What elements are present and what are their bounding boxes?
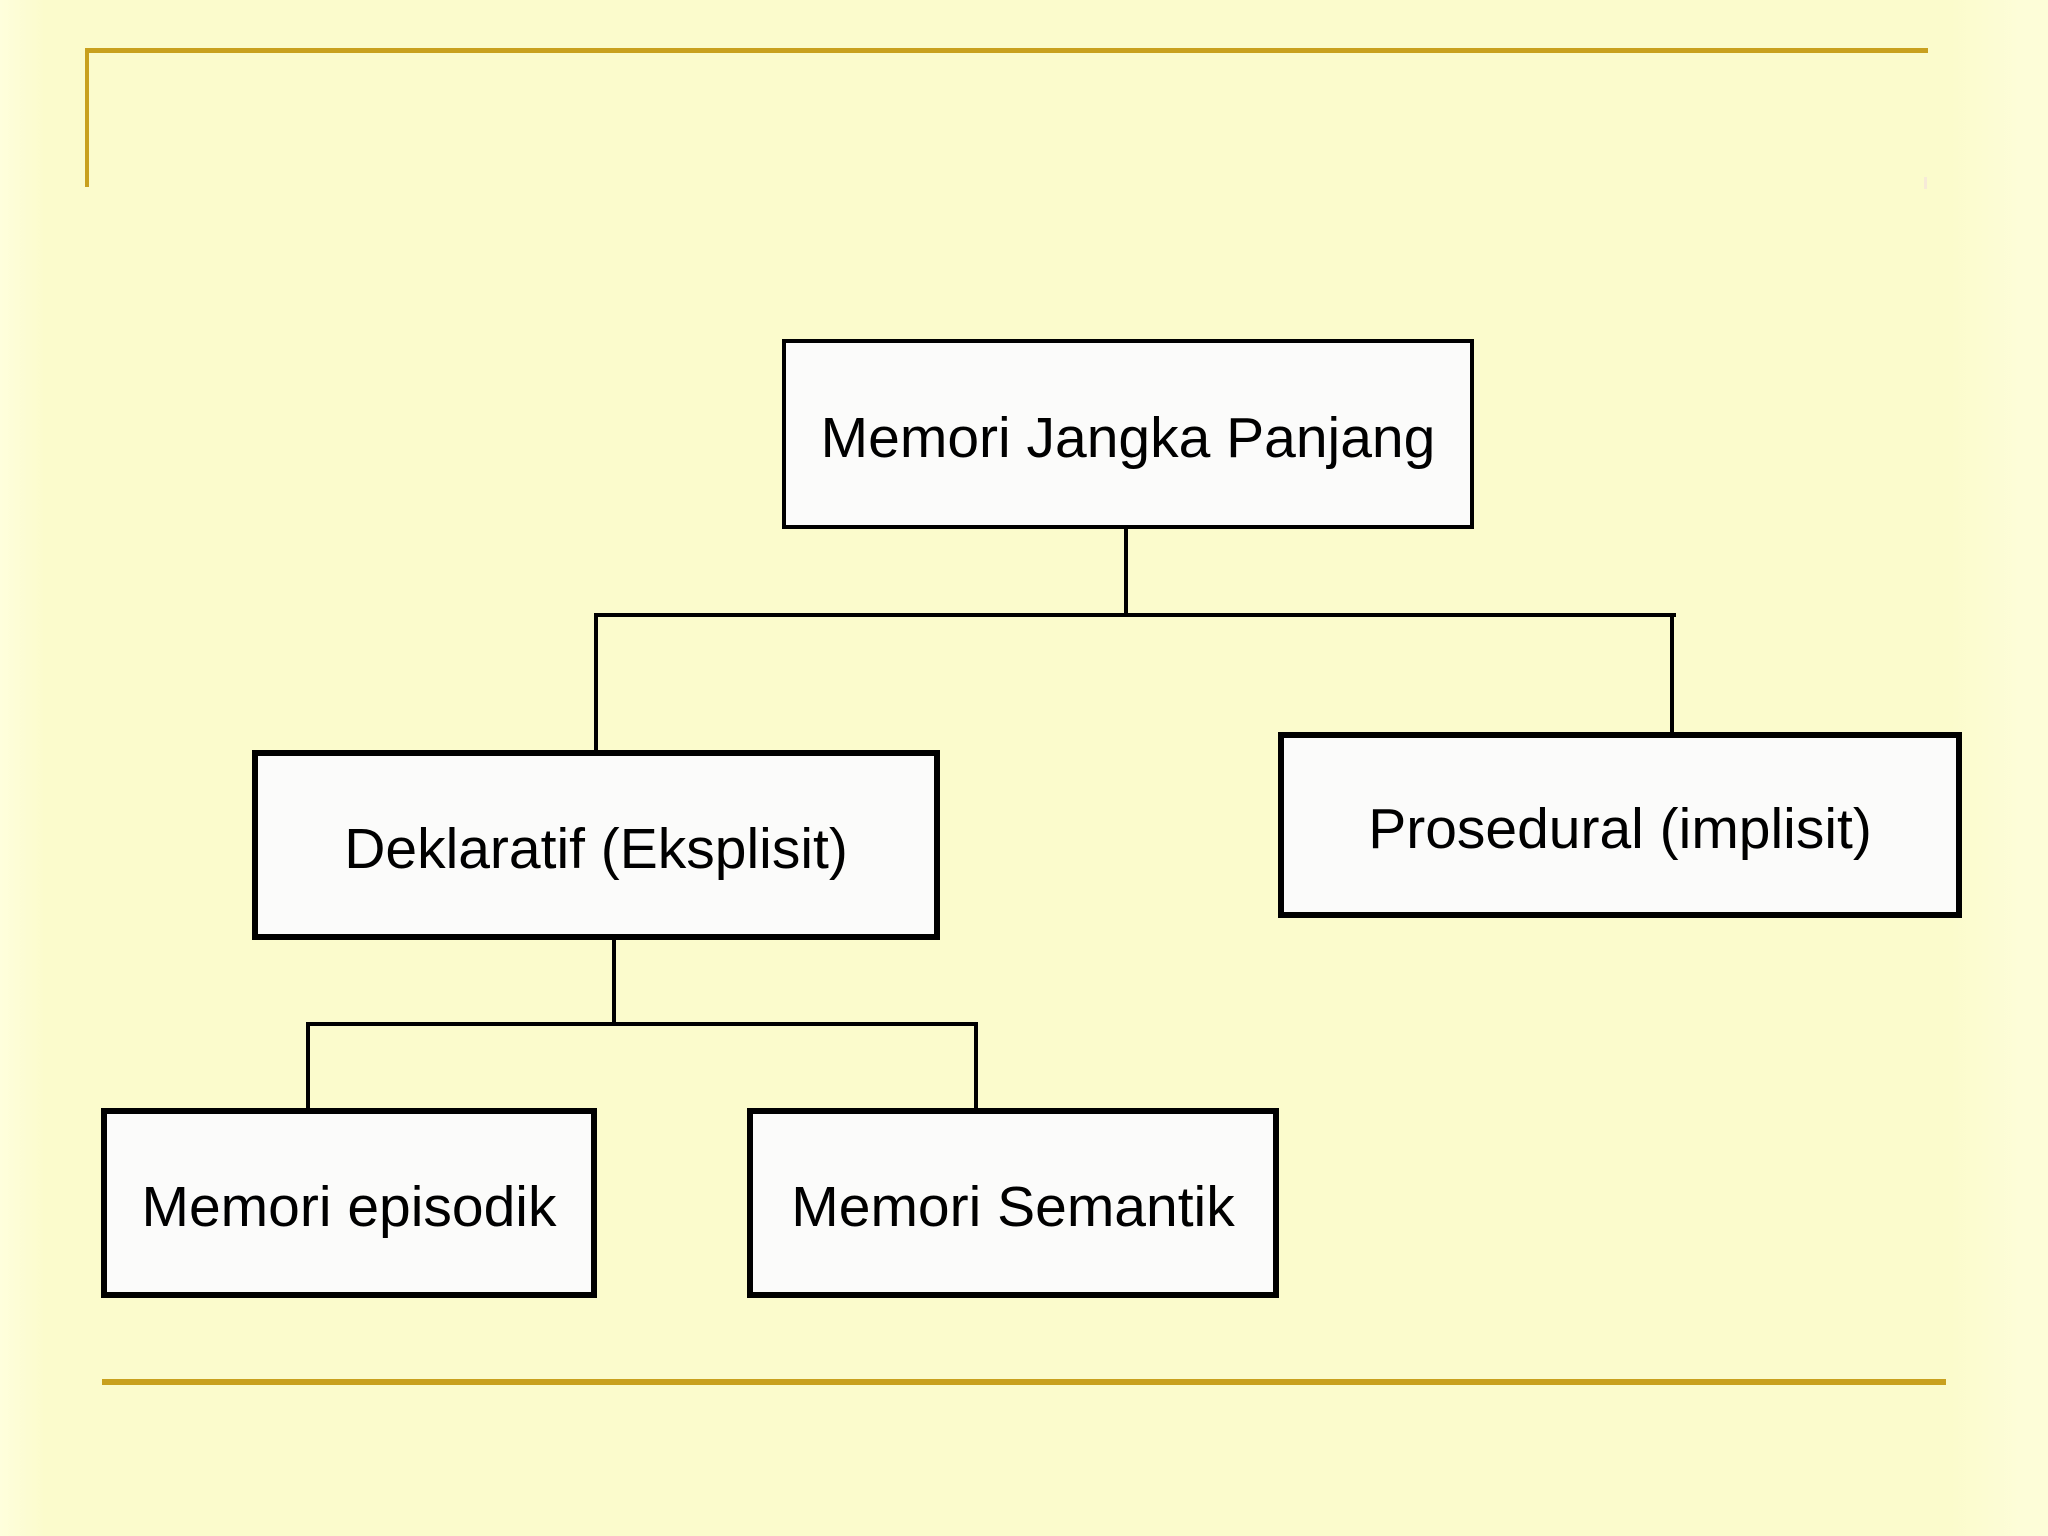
node-label-memori-episodik: Memori episodik	[141, 1174, 557, 1239]
top-accent-right-tick	[1924, 177, 1927, 189]
node-label-memori-semantik: Memori Semantik	[791, 1174, 1235, 1239]
connector-to-declarative	[594, 613, 598, 750]
node-memori-episodik: Memori episodik	[101, 1108, 597, 1298]
connector-level3-horizontal	[306, 1022, 978, 1026]
node-memori-semantik: Memori Semantik	[747, 1108, 1279, 1298]
connector-declarative-drop	[612, 940, 616, 1026]
top-accent-corner-bracket	[85, 48, 89, 187]
connector-root-drop	[1124, 529, 1128, 617]
node-deklaratif-eksplisit: Deklaratif (Eksplisit)	[252, 750, 940, 940]
connector-to-procedural	[1670, 613, 1674, 732]
node-prosedural-implisit: Prosedural (implisit)	[1278, 732, 1962, 918]
bottom-accent-line	[102, 1379, 1946, 1385]
connector-level2-horizontal	[594, 613, 1676, 617]
node-memori-jangka-panjang: Memori Jangka Panjang	[782, 339, 1474, 529]
node-label-memori-jangka-panjang: Memori Jangka Panjang	[820, 405, 1436, 470]
connector-to-semantic	[974, 1022, 978, 1108]
node-label-deklaratif-eksplisit: Deklaratif (Eksplisit)	[344, 816, 848, 881]
node-label-prosedural-implisit: Prosedural (implisit)	[1368, 796, 1872, 861]
connector-to-episodic	[306, 1022, 310, 1108]
top-accent-line	[85, 48, 1928, 53]
